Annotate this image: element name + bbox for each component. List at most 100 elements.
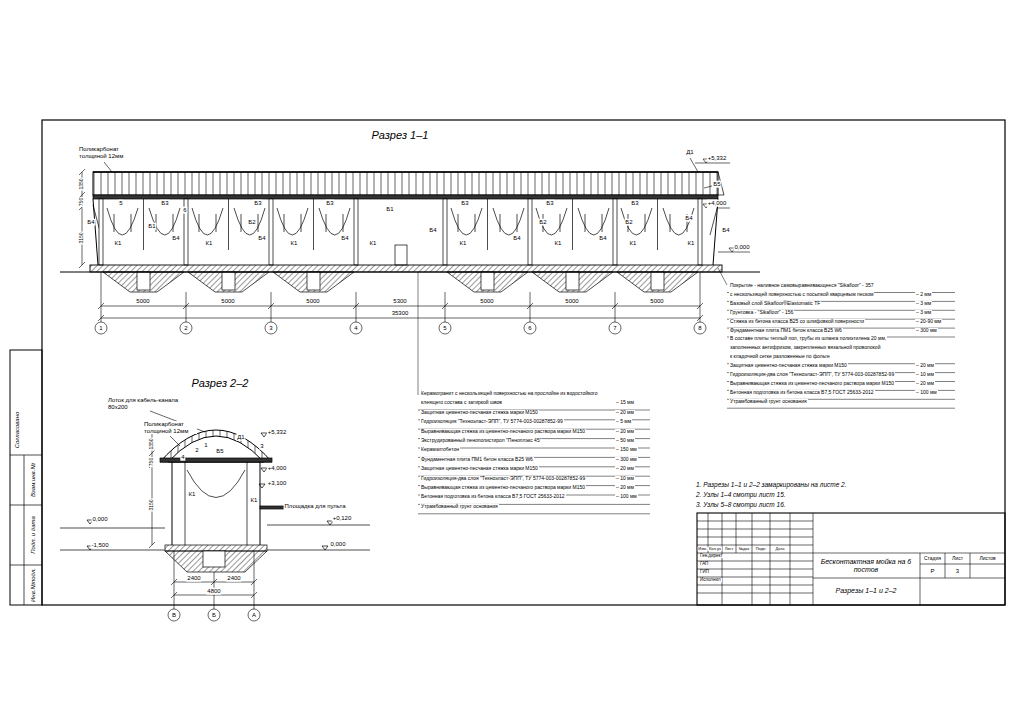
title-block-text: Листов bbox=[978, 556, 996, 562]
callout-text: 1 bbox=[203, 442, 208, 449]
callout-text: Б4 bbox=[86, 219, 95, 226]
dimension-text: 1350 bbox=[149, 437, 155, 450]
callout-text: Поликарбонат толщиной 12мм bbox=[78, 146, 132, 159]
dimension-text: 750 bbox=[79, 197, 85, 207]
spec-table-text: – 20-90 мм bbox=[915, 319, 942, 325]
stamp-text: Согласовано bbox=[14, 411, 21, 450]
dimension-text: 1350 bbox=[79, 177, 85, 190]
spec-table-text: – 300 мм bbox=[615, 457, 638, 463]
callout-text: К1 bbox=[188, 491, 197, 498]
spec-table-text: – 20 мм bbox=[615, 485, 635, 491]
spec-table-text: – 50 мм bbox=[615, 438, 635, 444]
axis-label: 7 bbox=[612, 325, 617, 332]
callout-text: К1 bbox=[114, 240, 123, 247]
callout-text: 3 bbox=[259, 443, 264, 450]
stamp-text: Взам.инв.№ bbox=[30, 462, 37, 498]
spec-table-text: Защитная цементно-песчаная стяжка марки … bbox=[729, 363, 848, 369]
title-block-text: Исполнил bbox=[699, 578, 722, 583]
note-text: 1. Разрезы 1–1 и 2–2 замаркированы на ли… bbox=[695, 481, 848, 488]
spec-table-text: Гидроизоляция "Техноэласт-ЭПП", ТУ 5774-… bbox=[420, 419, 564, 425]
callout-text: Б3 bbox=[460, 200, 469, 207]
callout-text: Б4 bbox=[257, 235, 266, 242]
spec-table-text: Бетонная подготовка из бетона класса В7,… bbox=[420, 494, 566, 500]
callout-text: Поликарбонат толщиной 12мм bbox=[143, 421, 197, 434]
callout-text: К1 bbox=[369, 240, 378, 247]
title-block-text: Лист bbox=[951, 556, 964, 562]
spec-table-text: – 3 мм bbox=[915, 301, 932, 307]
dimension-text: 5000 bbox=[564, 298, 579, 305]
title-block-text: ГИП bbox=[699, 570, 710, 575]
spec-table-text: – 3 мм bbox=[915, 310, 932, 316]
callout-text: К1 bbox=[205, 240, 214, 247]
callout-text: Б2 bbox=[538, 219, 547, 226]
callout-text: Д1 bbox=[685, 149, 694, 156]
dimension-text: 5300 bbox=[392, 298, 407, 305]
callout-text: Б4 bbox=[684, 215, 693, 222]
dimension-text: 3150 bbox=[149, 498, 155, 511]
dimension-text: 5000 bbox=[649, 298, 664, 305]
spec-table-text: Базовый слой Sikafloor®Elastomatic TF bbox=[729, 301, 821, 307]
title-block-text: 3 bbox=[955, 568, 960, 575]
spec-table-text: Выравнивающая стяжка из цементно-песчано… bbox=[420, 429, 586, 435]
level-mark: +5,332 bbox=[267, 429, 288, 436]
section-title: Разрез 2–2 bbox=[191, 377, 250, 389]
dimension-text: 5000 bbox=[135, 298, 150, 305]
callout-text: К1 bbox=[554, 240, 563, 247]
callout-text: Б4 bbox=[598, 235, 607, 242]
spec-table-text: Керамзитобетон bbox=[420, 447, 460, 453]
callout-text: 5 bbox=[118, 200, 123, 207]
dimension-text: 5000 bbox=[220, 298, 235, 305]
dimension-text: 2400 bbox=[226, 575, 241, 582]
callout-text: 4 bbox=[180, 454, 185, 461]
axis-label: 5 bbox=[442, 325, 447, 332]
spec-table-text: к кладочной сетке разложенные по фольге bbox=[729, 354, 831, 360]
spec-table-text: – 20 мм bbox=[615, 429, 635, 435]
callout-text: Б2 bbox=[247, 219, 256, 226]
axis-label: 1 bbox=[98, 325, 103, 332]
stamp-text: Подп. и дата bbox=[30, 515, 37, 555]
callout-text: Б3 bbox=[253, 200, 262, 207]
title-block-text: Разрезы 1–1 и 2–2 bbox=[835, 587, 898, 595]
title-block-text: Ген.директ bbox=[699, 554, 724, 559]
dimension-text: 35300 bbox=[391, 310, 410, 317]
callout-text: К1 bbox=[629, 240, 638, 247]
level-mark: +3,100 bbox=[267, 480, 288, 487]
spec-table-text: – 20 мм bbox=[915, 363, 935, 369]
axis-label: 4 bbox=[353, 325, 358, 332]
title-block-text: Стадия bbox=[923, 556, 942, 562]
title-block-text: Дата bbox=[775, 547, 786, 551]
stamp-text: Инв.№подл. bbox=[30, 567, 37, 603]
spec-table-text: Гидроизоляция-два слоя "Техноэласт-ЭПП",… bbox=[729, 372, 895, 378]
axis-label: Б bbox=[211, 612, 217, 619]
callout-text: Б3 bbox=[545, 200, 554, 207]
callout-text: К1 bbox=[290, 240, 299, 247]
dimension-text: 2400 bbox=[186, 575, 201, 582]
spec-table-text: В составе плиты теплый пол, трубы из шла… bbox=[729, 336, 887, 342]
dimension-text: 5000 bbox=[479, 298, 494, 305]
level-mark: +4,000 bbox=[267, 465, 288, 472]
title-block-text: Изм. bbox=[697, 547, 708, 551]
spec-table-text: Бетонная подготовка из бетона класса В7,… bbox=[729, 390, 875, 396]
callout-text: К1 bbox=[250, 497, 259, 504]
callout-text: Б3 bbox=[630, 200, 639, 207]
level-mark: 0,000 bbox=[329, 541, 346, 548]
callout-text: Б4 bbox=[428, 227, 437, 234]
callout-text: Б4 bbox=[721, 227, 730, 234]
dimension-text: 4800 bbox=[206, 588, 221, 595]
callout-text: К1 bbox=[459, 240, 468, 247]
axis-label: В bbox=[171, 612, 177, 619]
spec-table-text: – 10 мм bbox=[615, 476, 635, 482]
spec-table-text: Гидроизоляция-два слоя "Техноэласт-ЭПП",… bbox=[420, 476, 586, 482]
callout-text: Д1 bbox=[236, 434, 245, 441]
title-block-text: Лист bbox=[724, 547, 735, 551]
spec-table-text: Покрытие - наливное самовыравнивающееся … bbox=[729, 283, 875, 289]
callout-text: Б4 bbox=[512, 235, 521, 242]
callout-text: Лоток для кабель-канала 80х200 bbox=[107, 397, 189, 410]
spec-table-text: Фундаментная плита ПМ1 бетон класса В25 … bbox=[420, 457, 534, 463]
spec-table-text: клеящего состава с затиркой швов bbox=[420, 400, 503, 406]
callout-text: Б1 bbox=[385, 206, 394, 213]
axis-label: 3 bbox=[268, 325, 273, 332]
